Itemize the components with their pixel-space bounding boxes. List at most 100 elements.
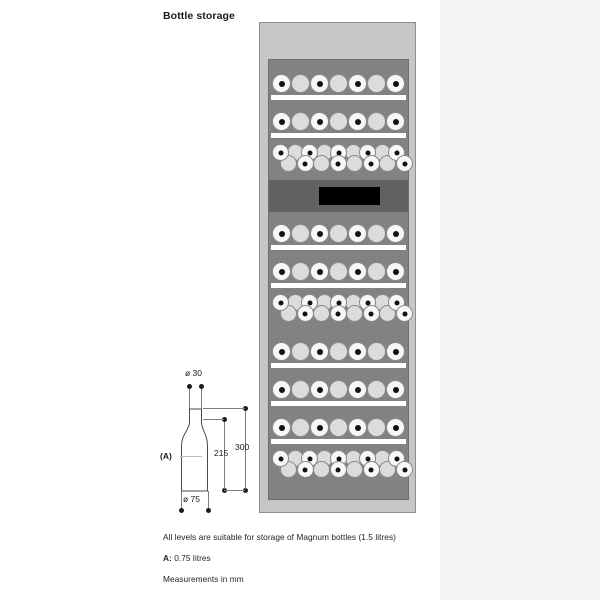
bottle-punt-dot	[354, 424, 361, 431]
base-dim-dot-right	[206, 508, 211, 513]
page-title: Bottle storage	[163, 10, 235, 22]
bottle-body	[367, 112, 386, 131]
bottle-rack[interactable]	[269, 410, 408, 444]
bottle-base	[386, 224, 405, 243]
control-panel-band	[269, 180, 408, 212]
bottle-rack[interactable]	[269, 104, 408, 138]
bottle-punt-dot	[336, 150, 341, 155]
bottle-base	[386, 380, 405, 399]
shelf-bar	[271, 133, 406, 138]
bottle-body	[346, 305, 364, 322]
bottle-rack[interactable]	[269, 292, 413, 330]
base-dim-line-left	[181, 491, 182, 509]
bottle-body	[329, 74, 348, 93]
bottle-base	[396, 305, 413, 322]
bottle-rack[interactable]	[269, 66, 408, 100]
neck-dim-dot-right	[199, 384, 204, 389]
shelf-bar	[271, 245, 406, 250]
bottle-base	[310, 74, 329, 93]
dim-300-label: 300	[235, 442, 250, 452]
bottle-punt-dot	[365, 150, 370, 155]
bottle-body	[313, 155, 331, 172]
bottle-punt-dot	[368, 311, 374, 316]
neck-diameter-label: ø 30	[185, 368, 203, 378]
bottle-punt-dot	[392, 348, 399, 355]
bottle-punt-dot	[316, 386, 323, 393]
bottle-punt-dot	[354, 80, 361, 87]
bottle-punt-dot	[307, 456, 312, 461]
bottle-rack[interactable]	[269, 216, 408, 250]
bottle-body	[329, 342, 348, 361]
bottle-body	[291, 224, 310, 243]
bottle-base	[362, 155, 380, 172]
dim-215-dot-top	[222, 417, 227, 422]
bottle-punt-dot	[394, 456, 399, 461]
bottle-base	[386, 342, 405, 361]
bottle-punt-dot	[335, 161, 341, 166]
bottle-punt-dot	[278, 348, 285, 355]
bottle-body	[346, 461, 364, 478]
bottle-punt-dot	[316, 118, 323, 125]
bottle-punt-dot	[302, 161, 308, 166]
bottle-punt-dot	[365, 456, 370, 461]
bottle-punt-dot	[402, 467, 407, 472]
bottle-punt-dot	[316, 80, 323, 87]
bottle-body	[329, 112, 348, 131]
bottle-punt-dot	[394, 150, 399, 155]
bottle-base	[348, 224, 367, 243]
base-dim-line-right	[208, 491, 209, 509]
display-panel[interactable]	[319, 187, 381, 205]
bottle-rack[interactable]	[269, 448, 413, 486]
bottle-base	[310, 224, 329, 243]
bottle-body	[329, 262, 348, 281]
wine-cabinet	[259, 22, 416, 513]
dim-300-dot-bottom	[243, 488, 248, 493]
bottle-punt-dot	[392, 268, 399, 275]
bottle-rack[interactable]	[269, 142, 413, 180]
bottle-body	[367, 74, 386, 93]
bottle-punt-dot	[278, 300, 283, 305]
bottle-punt-dot	[354, 230, 361, 237]
bottle-rack[interactable]	[269, 334, 408, 368]
bottle-body	[291, 262, 310, 281]
bottle-outline-svg	[181, 408, 208, 492]
bottle-base	[296, 461, 314, 478]
bottle-body	[367, 418, 386, 437]
note-units: Measurements in mm	[163, 574, 244, 584]
base-dim-dot-left	[179, 508, 184, 513]
bottle-body	[329, 224, 348, 243]
note-a-value: 0.75 litres	[174, 553, 211, 563]
bottle-punt-dot	[392, 386, 399, 393]
bottle-punt-dot	[278, 150, 283, 155]
bottle-body	[313, 461, 331, 478]
bottle-rack[interactable]	[269, 254, 408, 288]
note-magnum: All levels are suitable for storage of M…	[163, 532, 396, 542]
bottle-base	[362, 461, 380, 478]
bottle-dimension-diagram: ø 30 (A) 215 300 ø 75	[160, 368, 268, 513]
bottle-rack[interactable]	[269, 372, 408, 406]
bottle-punt-dot	[278, 386, 285, 393]
bottle-base	[272, 294, 289, 311]
bottle-punt-dot	[368, 467, 374, 472]
bottle-punt-dot	[316, 230, 323, 237]
bottle-base	[272, 74, 291, 93]
bottle-punt-dot	[354, 118, 361, 125]
bottle-base	[272, 224, 291, 243]
bottle-base	[329, 461, 347, 478]
bottle-base	[296, 305, 314, 322]
bottle-base	[329, 155, 347, 172]
bottle-label-a: (A)	[160, 451, 172, 461]
bottle-base	[386, 112, 405, 131]
bottle-punt-dot	[302, 311, 308, 316]
bottle-base	[348, 262, 367, 281]
bottle-punt-dot	[354, 348, 361, 355]
bottle-base	[310, 418, 329, 437]
left-margin	[0, 0, 62, 600]
bottle-punt-dot	[368, 161, 374, 166]
bottle-punt-dot	[336, 456, 341, 461]
bottle-body	[329, 380, 348, 399]
bottle-punt-dot	[335, 467, 341, 472]
bottle-base	[310, 112, 329, 131]
bottle-punt-dot	[392, 80, 399, 87]
